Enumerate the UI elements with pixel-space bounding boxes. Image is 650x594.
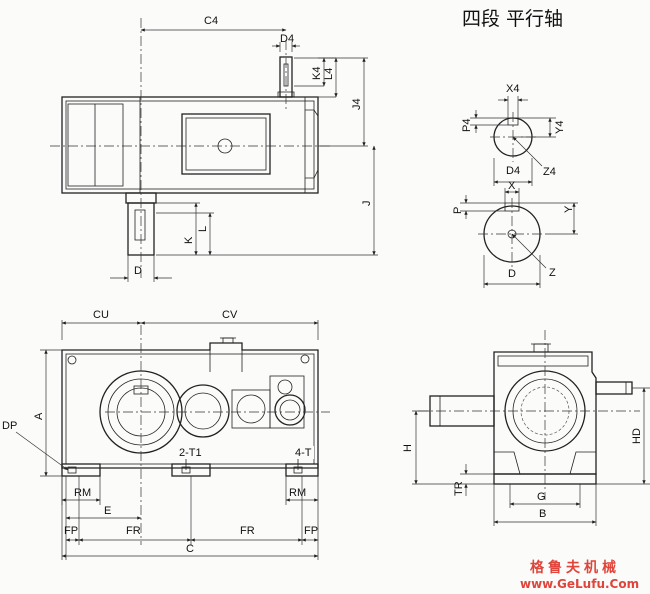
dim-label-C4: C4 (204, 15, 218, 27)
dim-label-Y: Y (563, 205, 575, 213)
dim-label-A: A (33, 412, 45, 420)
dim-label-L4: L4 (323, 68, 335, 80)
dim-label-P4: P4 (461, 119, 473, 132)
dim-label-Y4: Y4 (554, 121, 566, 134)
dim-label-B: B (539, 508, 546, 520)
dim-label-2-T1: 2-T1 (179, 447, 202, 459)
watermark-cn: 格鲁夫机械 (530, 559, 620, 576)
dim-label-HD: HD (631, 428, 643, 444)
dim-label-Z: Z (549, 267, 556, 279)
dim-label-D: D (134, 265, 142, 277)
dim-label-X: X (508, 180, 516, 192)
dim-label-K4: K4 (311, 67, 323, 80)
dim-label-D-section: D (508, 268, 516, 280)
dim-label-FP-right: FP (304, 525, 318, 537)
dim-label-J4: J4 (351, 98, 363, 110)
dim-label-P: P (452, 207, 464, 214)
dim-label-CV: CV (222, 309, 238, 321)
top-view: C4 D4 K4 L4 J4 J K L D (50, 15, 378, 282)
dim-label-CU: CU (93, 309, 109, 321)
section-output-shaft: X P Y D Z (452, 180, 578, 288)
section-input-shaft: X4 P4 Y4 D4 Z4 (461, 83, 566, 186)
dim-label-J: J (361, 201, 373, 207)
watermark-url: www.GeLufu.Com (520, 577, 639, 591)
dim-label-RM-right: RM (289, 487, 306, 499)
dim-label-K: K (183, 236, 195, 244)
dim-label-H: H (402, 444, 414, 452)
dim-label-E: E (104, 505, 111, 517)
dim-label-D4-top: D4 (280, 33, 294, 45)
dim-label-TR: TR (453, 481, 465, 496)
dim-label-FP-left: FP (64, 525, 78, 537)
dim-label-G: G (537, 491, 546, 503)
watermark: 格鲁夫机械 www.GeLufu.Com (520, 559, 639, 591)
dim-label-FR-left: FR (126, 525, 141, 537)
dim-label-X4: X4 (506, 83, 519, 95)
dim-label-RM-left: RM (74, 487, 91, 499)
dim-label-4-T: 4-T (295, 447, 312, 459)
dim-label-Z4: Z4 (543, 166, 556, 178)
drawing-title: 四段 平行轴 (462, 8, 563, 30)
dim-label-C: C (186, 543, 194, 555)
dim-label-FR-right: FR (240, 525, 255, 537)
front-view: CU CV A DP 2-T1 4-T RM RM E (2, 309, 330, 560)
dim-label-L: L (197, 226, 209, 232)
side-view: H HD TR G B (402, 330, 650, 526)
dim-label-D4-section: D4 (506, 165, 520, 177)
dim-label-DP: DP (2, 420, 17, 432)
